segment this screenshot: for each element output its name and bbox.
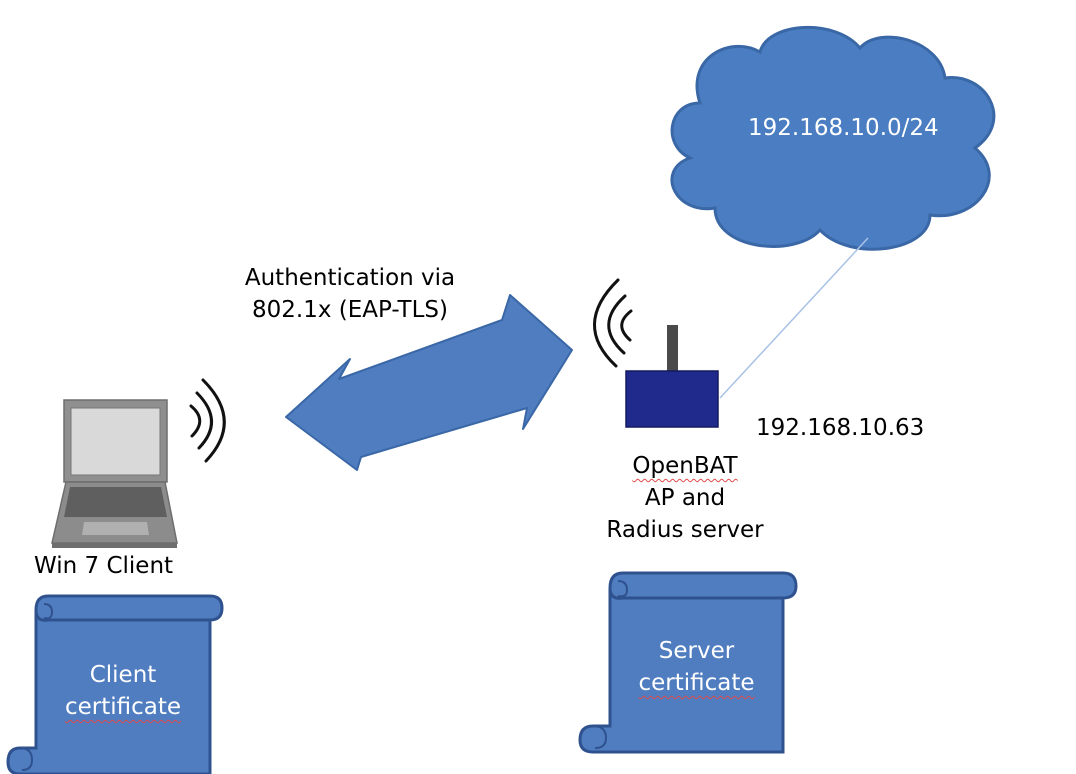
authentication-line-1: Authentication via <box>244 265 456 291</box>
ap-name-line-1: OpenBAT <box>632 453 738 479</box>
ap-ip-label: 192.168.10.63 <box>756 415 925 441</box>
subnet-label: 192.168.10.0/24 <box>748 115 939 141</box>
client-certificate-scroll <box>6 594 224 774</box>
server-certificate-label: Server certificate <box>610 635 783 699</box>
authentication-line-2: 802.1x (EAP-TLS) <box>252 297 448 323</box>
network-cloud <box>670 26 996 251</box>
server-certificate-scroll <box>578 571 798 754</box>
ap-name-line-2: AP and <box>644 485 726 511</box>
client-wifi-icon <box>189 378 226 463</box>
ap-wifi-icon <box>593 278 633 368</box>
server-certificate-line-1: Server <box>658 638 735 664</box>
client-certificate-line-2: certificate <box>64 694 182 720</box>
server-certificate-line-2: certificate <box>638 670 755 696</box>
authentication-arrow <box>285 294 573 471</box>
client-certificate-label: Client certificate <box>36 659 210 723</box>
client-certificate-line-1: Client <box>89 662 157 688</box>
laptop-icon <box>51 399 178 548</box>
ap-name-line-3: Radius server <box>606 517 764 543</box>
client-name-label: Win 7 Client <box>34 553 174 579</box>
access-point-icon <box>625 325 719 428</box>
authentication-label: Authentication via 802.1x (EAP-TLS) <box>220 262 480 326</box>
ap-name-label: OpenBAT AP and Radius server <box>590 450 780 546</box>
uplink-line <box>719 237 869 399</box>
